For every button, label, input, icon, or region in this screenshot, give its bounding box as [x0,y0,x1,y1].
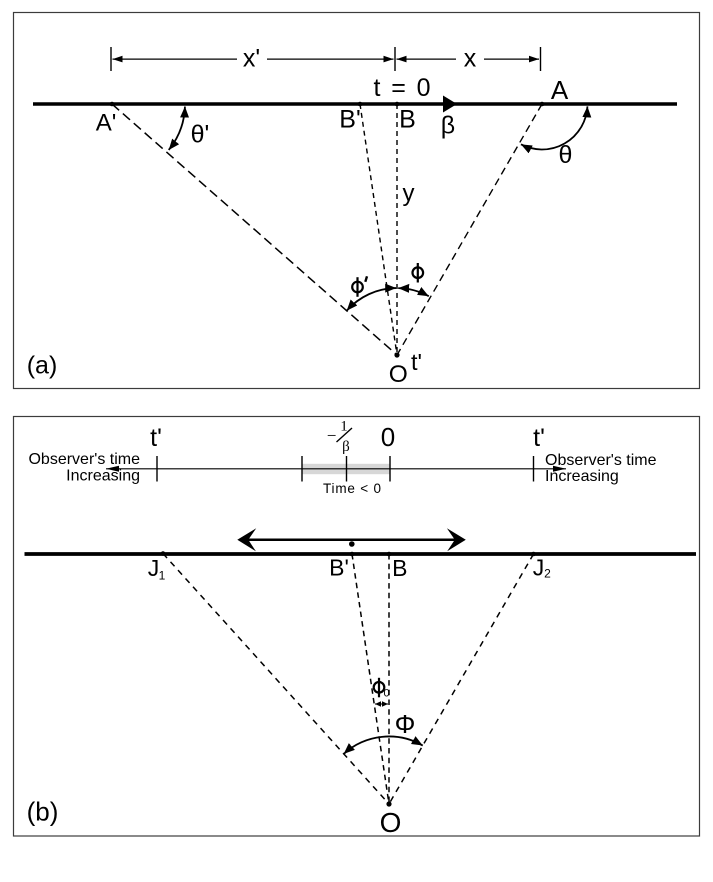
svg-text:−: − [327,426,337,445]
svg-text:A': A' [96,110,117,137]
svg-text:t': t' [150,424,162,452]
svg-text:J: J [148,555,160,581]
svg-text:O: O [389,361,408,388]
svg-text:θ': θ' [191,121,210,149]
svg-text:B': B' [329,555,349,581]
svg-text:β: β [441,112,455,140]
svg-text:t': t' [411,349,422,375]
svg-text:Observer's time: Observer's time [545,452,657,469]
svg-text:B: B [399,106,416,134]
svg-text:x: x [464,45,477,73]
svg-text:0: 0 [383,688,389,700]
svg-text:0: 0 [381,422,395,452]
svg-text:O: O [380,807,402,838]
svg-text:y: y [403,180,415,207]
svg-text:Observer's time: Observer's time [28,451,140,468]
svg-text:Increasing: Increasing [545,468,619,485]
svg-text:1: 1 [159,569,166,583]
svg-text:1: 1 [340,419,348,435]
svg-text:β: β [342,439,350,455]
svg-text:Increasing: Increasing [66,468,140,485]
svg-text:2: 2 [544,567,551,581]
svg-text:(a): (a) [27,352,58,380]
svg-text:B: B [392,555,407,581]
svg-text:θ: θ [559,141,573,169]
svg-text:B': B' [339,106,360,134]
svg-text:J: J [533,555,545,581]
svg-text:Φ: Φ [395,709,416,739]
svg-text:x': x' [243,45,260,73]
svg-text:t = 0: t = 0 [374,74,431,102]
svg-text:A: A [551,75,569,105]
svg-text:(b): (b) [27,797,59,827]
svg-text:Time < 0: Time < 0 [323,481,381,496]
svg-text:t': t' [533,424,545,452]
